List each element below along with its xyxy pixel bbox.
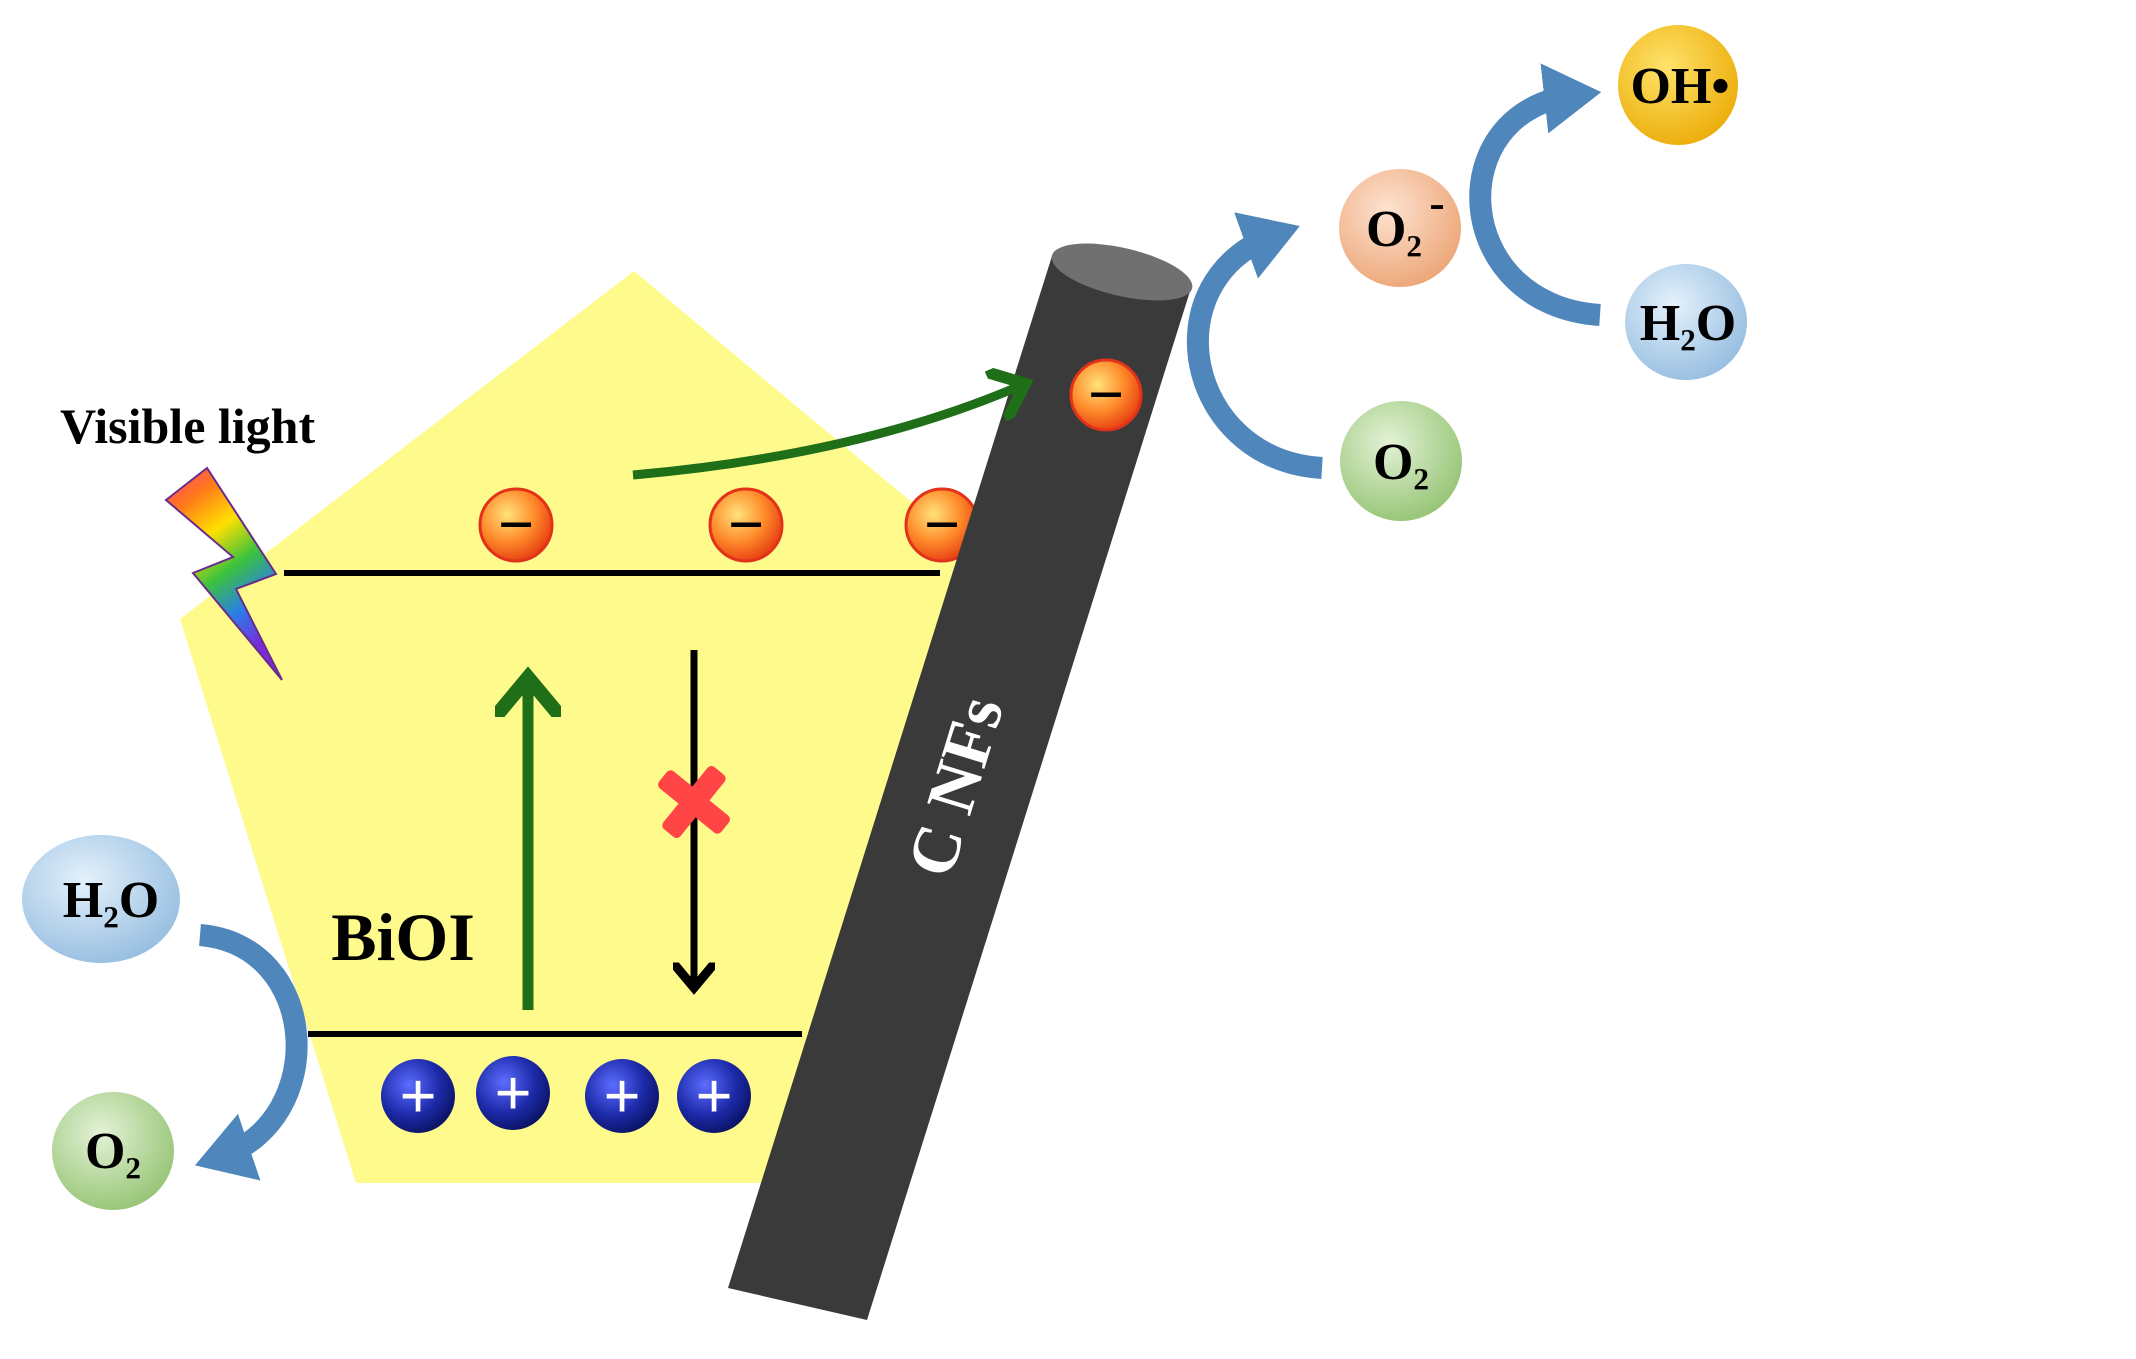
electron-on-fiber: −	[1069, 358, 1143, 432]
o2-bubble-left: O₂	[52, 1092, 174, 1210]
svg-text:+: +	[695, 1060, 733, 1133]
svg-text:−: −	[498, 489, 534, 560]
carbon-nanofiber	[728, 243, 1193, 1320]
hydroxyl-arrow	[1469, 63, 1602, 326]
hole: +	[585, 1059, 659, 1133]
svg-text:O₂: O₂	[1373, 434, 1429, 491]
bioi-label: BiOI	[331, 899, 475, 975]
visible-light-label: Visible light	[60, 398, 315, 454]
svg-text:H₂O: H₂O	[1640, 295, 1736, 352]
h2o-bubble-right: H₂O	[1625, 264, 1747, 380]
svg-text:OH•: OH•	[1630, 58, 1729, 115]
hole: +	[476, 1056, 550, 1130]
blocked-cross-icon	[658, 766, 730, 838]
electron-transfer-arrow	[632, 385, 1022, 480]
svg-text:+: +	[603, 1060, 641, 1133]
electron: −	[904, 487, 980, 563]
svg-text:O₂: O₂	[1366, 201, 1422, 258]
svg-text:−: −	[1088, 359, 1124, 430]
reduction-arrow	[1186, 212, 1323, 479]
svg-text:−: −	[728, 489, 764, 560]
svg-text:+: +	[494, 1057, 532, 1130]
hydroxyl-radical-bubble: OH•	[1618, 25, 1738, 145]
svg-text:H₂O: H₂O	[63, 872, 159, 929]
svg-text:−: −	[924, 489, 960, 560]
svg-text:+: +	[399, 1060, 437, 1133]
o2-bubble-right: O₂	[1340, 401, 1462, 521]
lightning-bolt-icon	[164, 466, 283, 681]
electron: −	[708, 487, 784, 563]
electron: −	[478, 487, 554, 563]
hole: +	[677, 1059, 751, 1133]
superoxide-bubble: O₂ -	[1339, 169, 1461, 287]
hole: +	[381, 1059, 455, 1133]
svg-text:-: -	[1429, 177, 1444, 228]
svg-text:O₂: O₂	[85, 1123, 141, 1180]
h2o-bubble-left: H₂O	[22, 835, 180, 963]
oxidation-arrow	[194, 924, 308, 1181]
